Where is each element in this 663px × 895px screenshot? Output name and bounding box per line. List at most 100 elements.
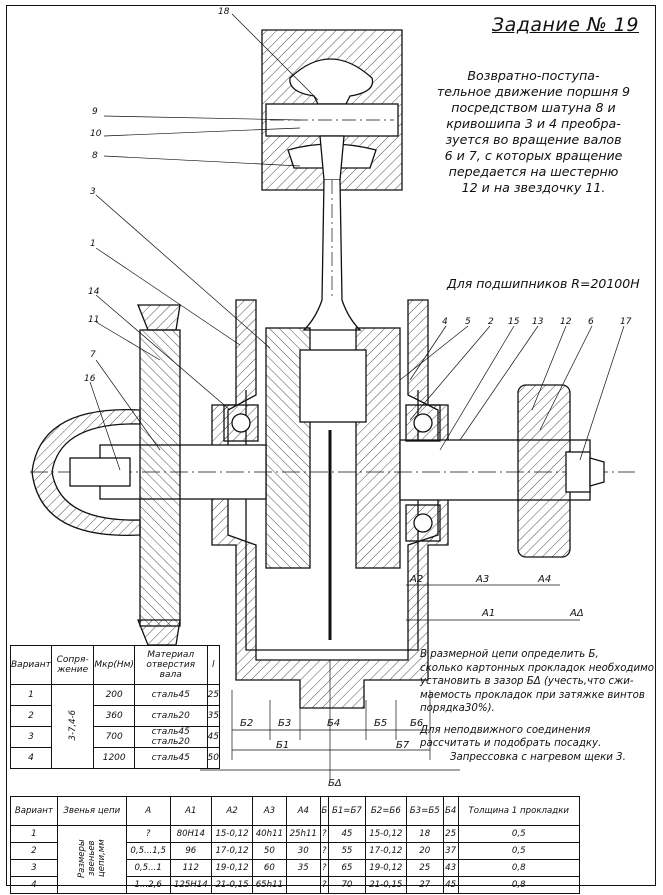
table-cell: 19-0,12 xyxy=(364,859,407,877)
table-cell: 200 xyxy=(93,684,135,706)
table-row: 2 0,5...1,5 96 17-0,12 50 30 ? 55 17-0,1… xyxy=(10,842,581,860)
table-cell: 15-0,12 xyxy=(364,825,407,843)
table-header: A3 xyxy=(251,796,287,826)
leader-lines xyxy=(89,13,625,471)
table-cell: 3 xyxy=(10,859,58,877)
table-cell: 0,5...1 xyxy=(125,859,171,877)
dim-b5: Б5 xyxy=(374,718,387,729)
label-3: 3 xyxy=(90,187,96,197)
side-label: Размеры звеньев цепи,мм xyxy=(76,838,107,878)
dim-a4: A4 xyxy=(537,574,551,585)
label-6: 6 xyxy=(588,317,594,327)
table-cell: 19-0,12 xyxy=(211,859,253,877)
bearings xyxy=(223,404,441,542)
label-4: 4 xyxy=(442,317,448,327)
table-cell: 1...2,6 xyxy=(125,876,171,894)
table-header-row: Вариант Звенья цепи A A1 A2 A3 A4 Б Б1=Б… xyxy=(10,796,581,826)
table-cell: сталь45 сталь20 xyxy=(133,726,208,748)
table-cell: сталь45 xyxy=(133,684,208,706)
table-cell: 25 xyxy=(442,825,459,843)
table-cell: 0,8 xyxy=(457,859,581,877)
table-header: A2 xyxy=(211,796,253,826)
label-16: 16 xyxy=(84,374,96,384)
label-1: 1 xyxy=(90,239,96,249)
description-line: Возвратно-поступа- xyxy=(467,68,600,83)
task-line: установить в зазор БΔ (учесть,что сжи- xyxy=(420,676,634,687)
label-18: 18 xyxy=(218,7,230,17)
table-cell: 37 xyxy=(442,842,459,860)
side-label-cell: Размеры звеньев цепи,мм xyxy=(56,825,127,894)
table-cell: 2 xyxy=(10,705,52,727)
table-cell: 35 xyxy=(206,705,221,727)
task-description: Возвратно-поступа- тельное движение порш… xyxy=(426,68,641,196)
table-header: Б xyxy=(319,796,329,826)
table-row: 2 360 сталь20 35 xyxy=(10,705,221,727)
table-cell: 2 xyxy=(10,842,58,860)
table-header: l xyxy=(206,645,221,685)
task-line: порядка30%). xyxy=(420,703,495,714)
connecting-rod xyxy=(302,135,362,331)
table-cell: 25h11 xyxy=(285,825,321,843)
chain-dimensions-table: Вариант Звенья цепи A A1 A2 A3 A4 Б Б1=Б… xyxy=(10,796,581,894)
label-10: 10 xyxy=(90,129,102,139)
gear xyxy=(517,384,605,558)
table-cell: 0,5...1,5 xyxy=(125,842,171,860)
table-cell: 65 xyxy=(327,859,366,877)
description-line: передается на шестерню xyxy=(448,164,619,179)
description-line: 12 и на звездочку 11. xyxy=(461,180,606,195)
table-cell: 0,8 xyxy=(457,876,581,894)
description-line: кривошипа 3 и 4 преобра- xyxy=(446,116,621,131)
table-cell: 112 xyxy=(169,859,213,877)
table-cell: 360 xyxy=(93,705,135,727)
label-8: 8 xyxy=(92,151,98,161)
table-header: Б3=Б5 xyxy=(405,796,444,826)
task-text: В размерной цепи определить Б, сколько к… xyxy=(420,648,654,764)
label-17: 17 xyxy=(620,317,632,327)
table-row: 4 1200 сталь45 50 xyxy=(10,747,221,769)
table-header: A xyxy=(125,796,171,826)
table-cell: ? xyxy=(319,842,329,860)
description-line: посредством шатуна 8 и xyxy=(451,100,616,115)
table-cell: 25 xyxy=(405,859,444,877)
label-7: 7 xyxy=(90,350,96,360)
table-cell: 27 xyxy=(405,876,444,894)
table-row: 1 Размеры звеньев цепи,мм ? 80H14 15-0,1… xyxy=(10,825,581,894)
table-cell: 65h11 xyxy=(251,876,287,894)
label-12: 12 xyxy=(560,317,572,327)
table-cell: 0,5 xyxy=(457,825,581,843)
label-5: 5 xyxy=(465,317,471,327)
variant-table: Вариант Сопря-жение Mкр(Hм) Материал отв… xyxy=(10,645,221,769)
table-cell: 80H14 xyxy=(169,825,213,843)
table-row: 1 3-7,4-6 200 сталь45 25 xyxy=(10,684,221,769)
dim-bd: БΔ xyxy=(328,778,342,789)
dim-b7: Б7 xyxy=(396,740,410,751)
bearing-note: Для подшипников R=20100H xyxy=(447,276,640,291)
table-header: Б4 xyxy=(442,796,459,826)
label-9: 9 xyxy=(92,107,98,117)
table-cell: 30 xyxy=(285,842,321,860)
table-cell: сталь20 xyxy=(133,705,208,727)
label-2: 2 xyxy=(488,317,494,327)
table-cell: 18 xyxy=(405,825,444,843)
table-cell: 45 xyxy=(327,825,366,843)
table-cell: 50 xyxy=(206,747,221,769)
table-cell: ? xyxy=(319,825,329,843)
table-cell: 17-0,12 xyxy=(364,842,407,860)
table-cell: 45 xyxy=(442,876,459,894)
dim-b2: Б2 xyxy=(240,718,253,729)
dim-b3: Б3 xyxy=(278,718,291,729)
table-cell: 3 xyxy=(10,726,52,748)
table-cell: сталь45 xyxy=(133,747,208,769)
table-cell: ? xyxy=(319,876,329,894)
table-cell: 15-0,12 xyxy=(211,825,253,843)
sprocket xyxy=(31,304,181,646)
table-header: Звенья цепи xyxy=(56,796,127,826)
task-line: В размерной цепи определить Б, xyxy=(420,649,599,660)
label-15: 15 xyxy=(508,317,520,327)
table-cell: 43 xyxy=(442,859,459,877)
table-header: Mкр(Hм) xyxy=(93,645,135,685)
table-row: 3 0,5...1 112 19-0,12 60 35 ? 65 19-0,12… xyxy=(10,859,581,877)
pairing-cell: 3-7,4-6 xyxy=(50,684,95,769)
table-cell: 96 xyxy=(169,842,213,860)
